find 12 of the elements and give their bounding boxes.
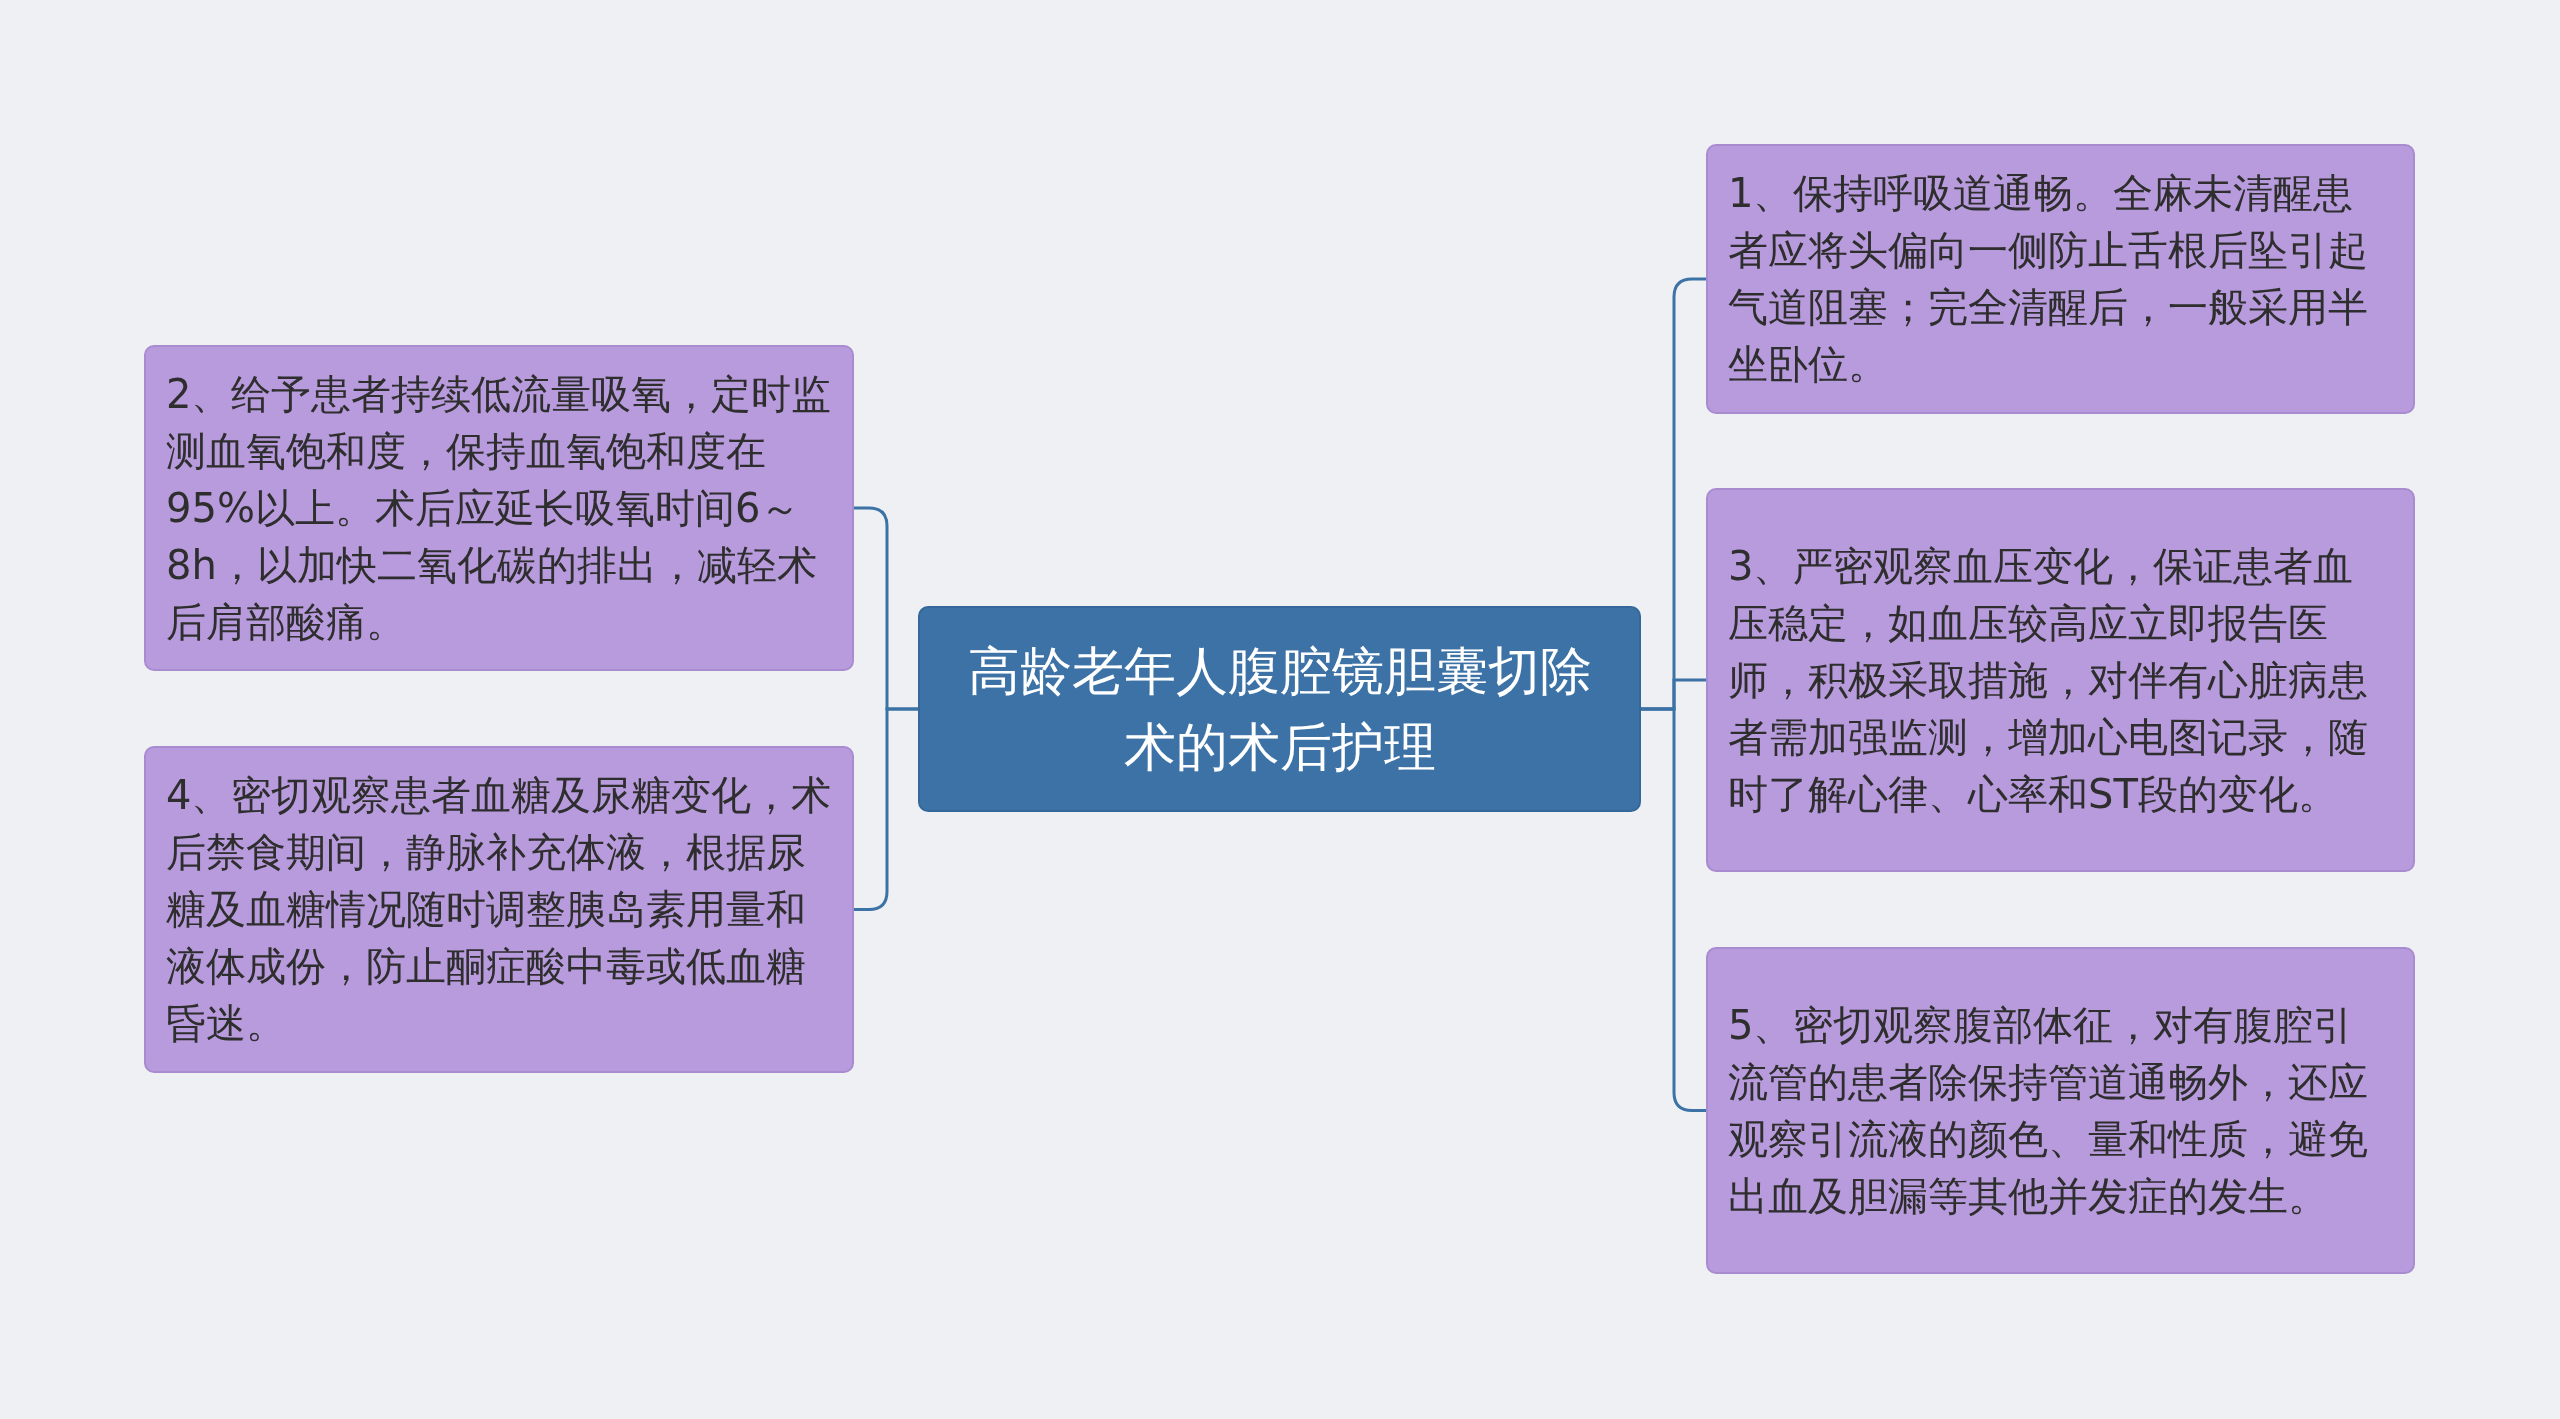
note-box bbox=[1706, 144, 2415, 414]
note-text: 3、严密观察血压变化，保证患者血压稳定，如血压较高应立即报告医师，积极采取措施，对伴有心脏病患者需加强监测，增加心电图记录，随时了解心律、心率和ST段的变化。 bbox=[1728, 541, 2369, 819]
note-box bbox=[144, 746, 854, 1073]
note-text: 1、保持呼吸道通畅。全麻未清醒患者应将头偏向一侧防止舌根后坠引起气道阻塞；完全清醒后，一般采用半坐卧位。 bbox=[1728, 169, 2369, 389]
topic-box bbox=[918, 606, 1641, 812]
note-text: 4、密切观察患者血糖及尿糖变化，术后禁食期间，静脉补充体液，根据尿糖及血糖情况随时调整胰岛素用量和液体成份，防止酮症酸中毒或低血糖昏迷。 bbox=[166, 771, 832, 1048]
note-box bbox=[1706, 947, 2415, 1274]
note-text: 5、密切观察腹部体征，对有腹腔引流管的患者除保持管道通畅外，还应观察引流液的颜色、量和性质，避免出血及胆漏等其他并发症的发生。 bbox=[1728, 1000, 2369, 1221]
note-box bbox=[144, 345, 854, 671]
note-text: 2、给予患者持续低流量吸氧，定时监测血氧饱和度，保持血氧饱和度在95%以上。术后应延长吸氧时间6～8h，以加快二氧化碳的排出，减轻术后肩部酸痛。 bbox=[166, 369, 832, 647]
topic-title: 高龄老年人腹腔镜胆囊切除术的术后护理 bbox=[966, 640, 1593, 779]
note-box bbox=[1706, 488, 2415, 872]
